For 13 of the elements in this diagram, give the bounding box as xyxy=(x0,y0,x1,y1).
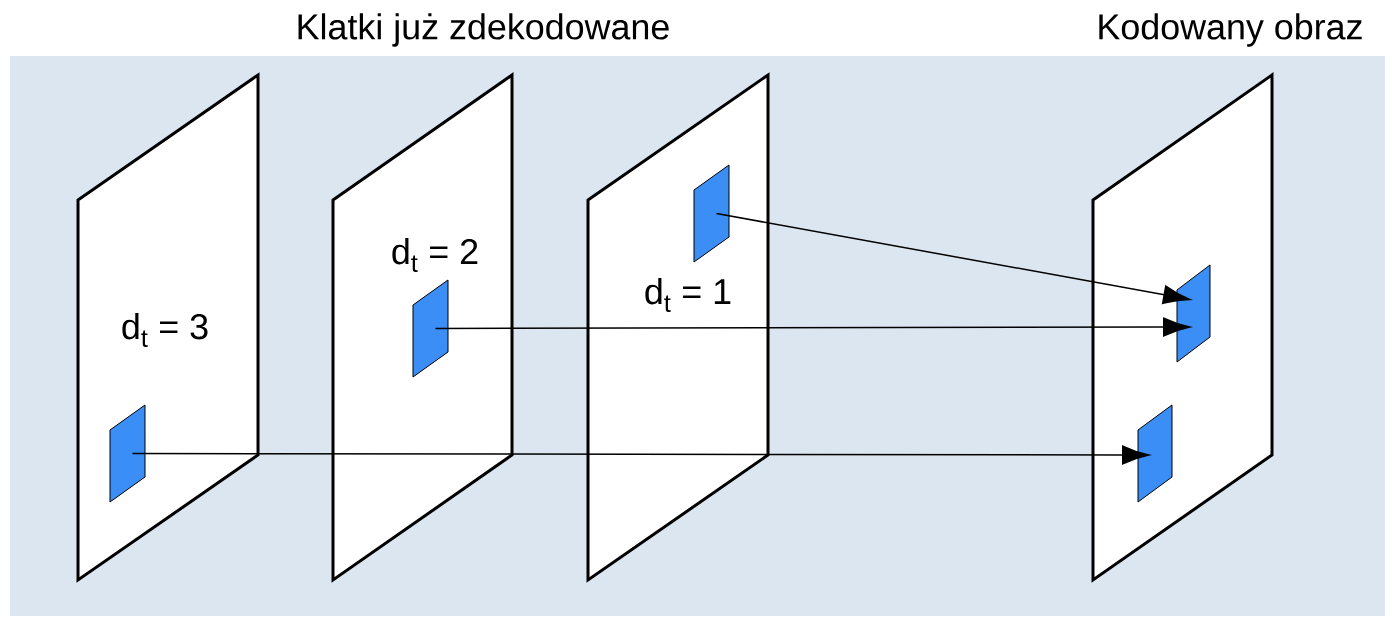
frame-label: d$_{t}$ = 1 xyxy=(645,278,731,312)
arrow xyxy=(715,212,1191,305)
heading: Klatki już zdekodowane xyxy=(298,13,669,47)
frame-heading: Kodowany obraz xyxy=(1099,13,1362,47)
image-block xyxy=(693,164,730,263)
frame-label: d$_{t}$ = 2 xyxy=(392,238,478,272)
arrow xyxy=(131,445,1150,465)
frame-label: d$_{t}$ = 3 xyxy=(122,313,208,347)
arrow xyxy=(434,317,1191,337)
image-block xyxy=(1137,404,1173,503)
image-block xyxy=(412,279,449,378)
image-block xyxy=(1176,264,1211,363)
image-block xyxy=(109,404,146,503)
